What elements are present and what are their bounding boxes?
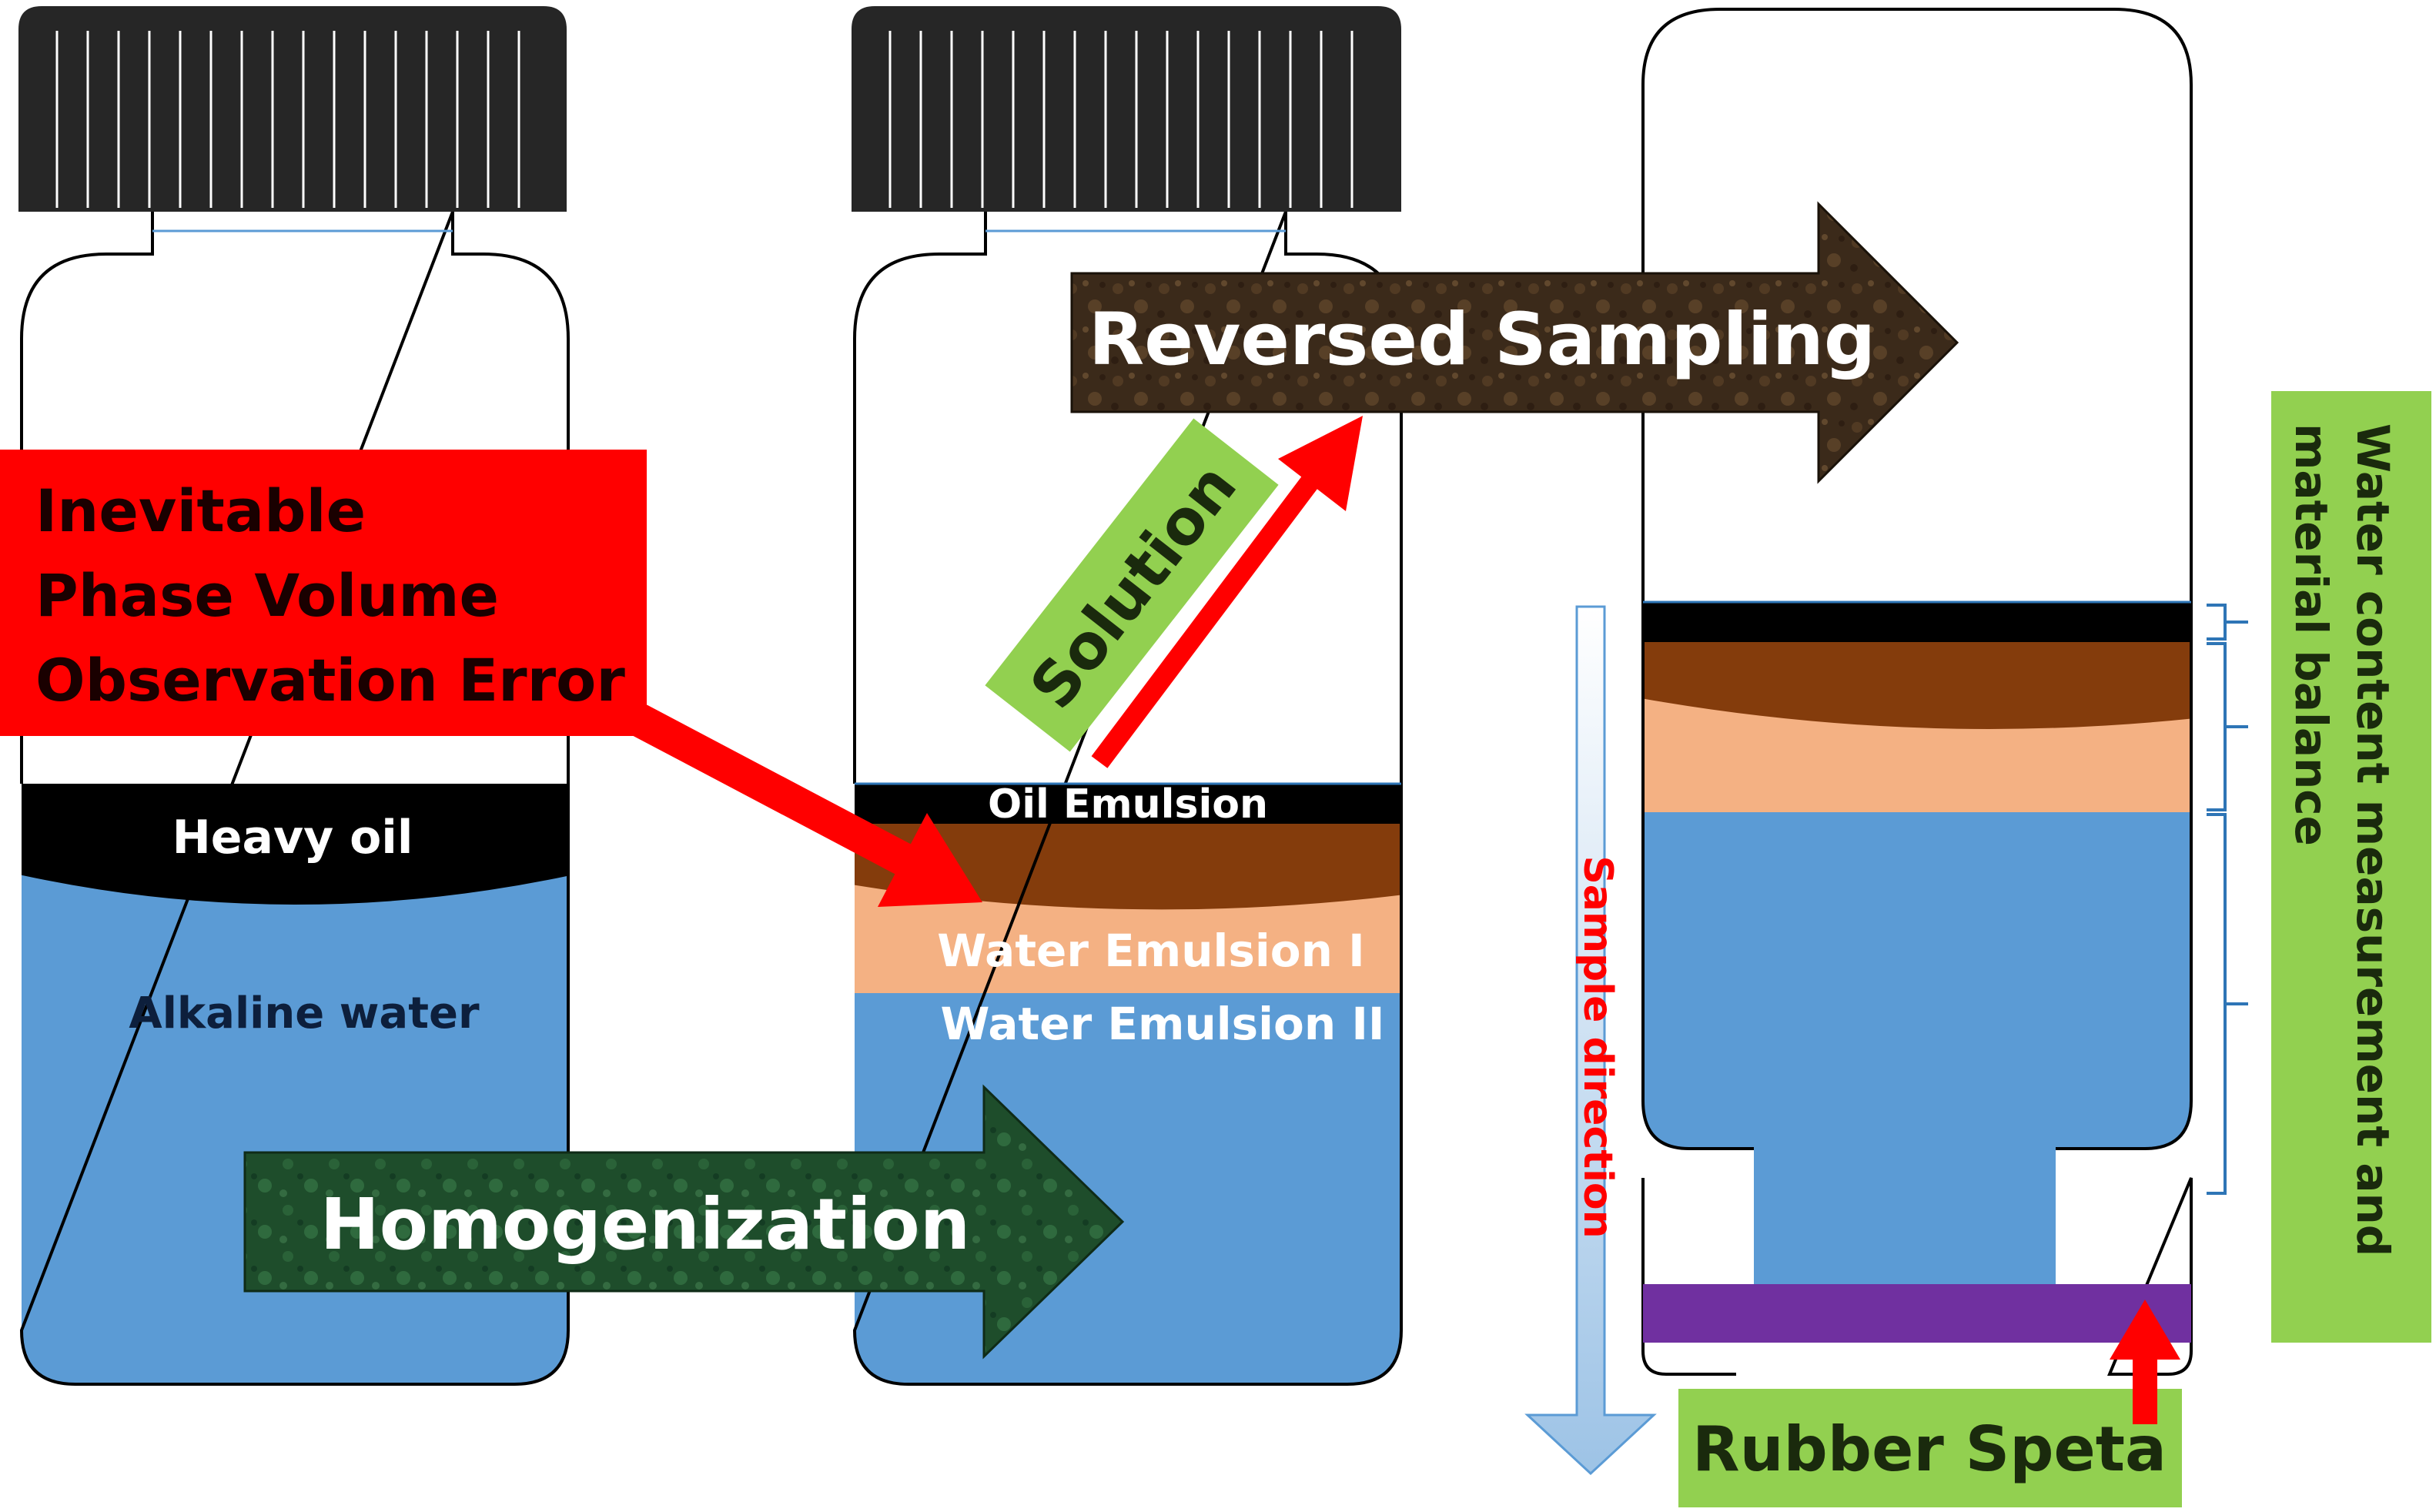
bottle-3-oil-layer [1643, 602, 2191, 642]
measurement-line-1: Water content measurement and [2347, 423, 2399, 1256]
brown-emulsion-layer [855, 822, 1401, 910]
error-arrow-shaft [631, 704, 925, 881]
measurement-box [2271, 391, 2431, 1343]
bracket-emulsion [2207, 642, 2248, 811]
bottle-3-water-layer [1643, 808, 2191, 1149]
solution-arrow-head [1278, 416, 1363, 511]
septa-arrow-head [2110, 1300, 2180, 1360]
bottle-3-cap-outline [1641, 1177, 2193, 1376]
alkaline-water-label: Alkaline water [129, 988, 480, 1039]
heavy-oil-label: Heavy oil [172, 811, 413, 865]
bottle-2-cap-ridges [888, 31, 1354, 208]
bottle-3-neck-water [1754, 1146, 2056, 1284]
rubber-septa-label: Rubber Speta [1692, 1413, 2167, 1485]
heavy-oil-layer [22, 784, 568, 905]
homogenization-arrow [243, 1084, 1125, 1360]
bottle-2-cap [852, 6, 1401, 212]
bracket-water [2207, 813, 2248, 1195]
measurement-line-2: material balance [2285, 423, 2337, 846]
sample-direction-label: Sample direction [1574, 855, 1621, 1238]
error-arrow-head [878, 813, 982, 907]
bottle-1-cap [18, 6, 567, 212]
measurement-brackets [2207, 604, 2248, 1195]
bottle-3 [1641, 8, 2193, 1376]
error-box [0, 450, 647, 736]
bottle-2-outline [852, 211, 1403, 1386]
bottle-1-outline [19, 211, 570, 1386]
reversed-sampling-arrow [1070, 201, 1959, 484]
water-emulsion-2-label: Water Emulsion II [940, 998, 1384, 1050]
bottle-3-brown-layer [1643, 639, 2191, 729]
error-line-2: Phase Volume [35, 561, 499, 630]
solution-arrow-shaft [1091, 471, 1322, 768]
bracket-oil [2207, 604, 2248, 641]
solution-label: Solution [1016, 450, 1250, 721]
rubber-septa [1643, 1284, 2191, 1343]
rubber-septa-box [1678, 1389, 2182, 1507]
error-line-3: Observation Error [35, 646, 625, 714]
homogenization-label: Homogenization [320, 1183, 970, 1266]
oil-emulsion-layer [855, 784, 1401, 824]
oil-emulsion-label: Oil Emulsion [988, 781, 1268, 828]
bottle-1: Heavy oil Alkaline water [18, 6, 570, 1386]
bottle-2: Oil Emulsion Water Emulsion I Water Emul… [852, 6, 1403, 1386]
bottle-3-outline [1641, 8, 2193, 1150]
bottle-1-cap-ridges [55, 31, 520, 208]
error-line-1: Inevitable [35, 477, 366, 545]
water-emulsion-1-label: Water Emulsion I [937, 925, 1364, 977]
septa-arrow-shaft [2133, 1355, 2157, 1424]
sample-direction-arrow [1524, 605, 1657, 1476]
reversed-sampling-label: Reversed Sampling [1089, 298, 1876, 382]
